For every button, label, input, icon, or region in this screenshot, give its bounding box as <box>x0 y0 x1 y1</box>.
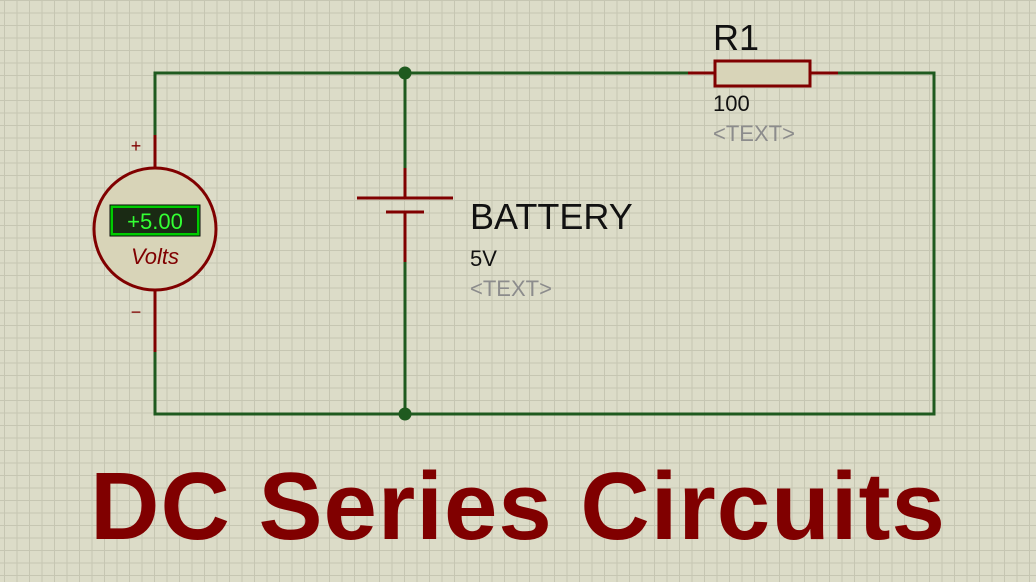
voltmeter[interactable]: +5.00 Volts + − <box>92 135 218 352</box>
resistor-text-placeholder: <TEXT> <box>713 121 795 146</box>
wires <box>153 71 936 416</box>
junction-dot-bottom <box>398 407 412 421</box>
voltmeter-plus-terminal: + <box>131 136 142 156</box>
battery-value: 5V <box>470 246 497 271</box>
battery[interactable]: BATTERY 5V <TEXT> <box>357 168 633 301</box>
resistor-name: R1 <box>713 17 759 58</box>
resistor-value: 100 <box>713 91 750 116</box>
junction-dot-top <box>398 66 412 80</box>
voltmeter-display-inner <box>113 208 197 233</box>
resistor-body <box>713 59 812 88</box>
voltmeter-unit-label: Volts <box>131 244 179 269</box>
voltmeter-reading: +5.00 <box>127 209 183 234</box>
resistor-r1[interactable]: R1 100 <TEXT> <box>688 17 838 146</box>
page-title: DC Series Circuits <box>90 453 946 560</box>
battery-name: BATTERY <box>470 196 633 237</box>
voltmeter-minus-terminal: − <box>131 302 142 322</box>
battery-text-placeholder: <TEXT> <box>470 276 552 301</box>
